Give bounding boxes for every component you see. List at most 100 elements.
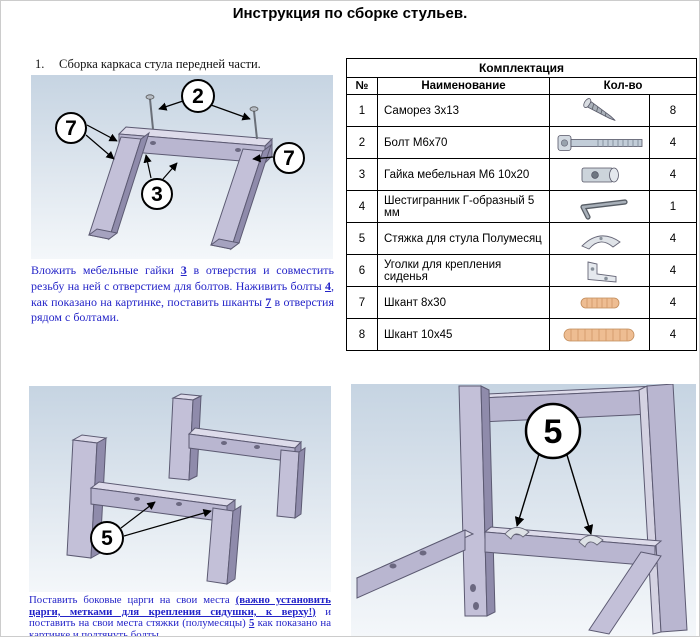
- part-qty: 4: [648, 222, 698, 255]
- table-row: 4 Шестигранник Г-образный 5 мм 1: [346, 190, 698, 223]
- part-image-cell: [549, 222, 650, 255]
- side-frames-diagram: 5: [29, 386, 331, 592]
- rail-hole: [389, 563, 397, 569]
- leg-hole: [473, 602, 479, 610]
- part-number: 4: [346, 190, 378, 223]
- part-number: 2: [346, 126, 378, 159]
- part-name: Гайка мебельная М6 10х20: [377, 158, 550, 191]
- callout-arrows: [120, 501, 212, 537]
- table-row: 8 Шкант 10х45 4: [346, 318, 698, 351]
- bolt-icon: [557, 134, 642, 151]
- corner-bracket-icon: [587, 260, 616, 282]
- col-header-name: Наименование: [377, 77, 550, 95]
- left-front-leg: [87, 131, 150, 241]
- diagram-background: [351, 384, 696, 636]
- callout-7-right-label: 7: [283, 147, 295, 170]
- part-ref-4: 4: [325, 278, 331, 293]
- part-number: 7: [346, 286, 378, 319]
- part-image-cell: [549, 190, 650, 223]
- callout-2-label: 2: [192, 85, 204, 108]
- page-title: Инструкция по сборке стульев.: [232, 5, 468, 22]
- callout-3-label: 3: [151, 183, 163, 206]
- callout-5: 5: [524, 402, 582, 460]
- text-segment: Поставить боковые царги на свои места: [29, 594, 236, 606]
- part-name: Шкант 10х45: [377, 318, 550, 351]
- text-segment: , как показано на картинке, поставить шк…: [31, 278, 334, 309]
- callout-5-label: 5: [544, 413, 563, 451]
- rail-hole: [235, 148, 241, 152]
- part-qty: 1: [648, 190, 698, 223]
- part-ref-3: 3: [180, 263, 187, 277]
- half-moon-brackets: [504, 527, 604, 548]
- part-number: 8: [346, 318, 378, 351]
- part-qty: 8: [648, 94, 698, 127]
- part-name: Саморез 3х13: [377, 94, 550, 127]
- callout-5-label: 5: [101, 527, 113, 550]
- step2-instruction: Поставить боковые царги на свои места (в…: [29, 594, 331, 637]
- part-number: 5: [346, 222, 378, 255]
- callout-2: 2: [181, 79, 215, 113]
- part-number: 6: [346, 254, 378, 287]
- callout-arrows: [85, 100, 274, 180]
- table-row: 6 Уголки для крепления сиденья 4: [346, 254, 698, 287]
- part-image-cell: [549, 94, 650, 127]
- callout-arrows: [514, 453, 594, 535]
- col-header-qty: Кол-во: [548, 77, 698, 95]
- screw-icon: [582, 97, 616, 121]
- text-segment: Вложить мебельные гайки: [31, 263, 181, 277]
- part-name: Болт М6х70: [377, 126, 550, 159]
- part-name: Шкант 8х30: [377, 286, 550, 319]
- rail-hole: [176, 502, 182, 506]
- text-segment: как показано на картинке и подтянуть бол…: [29, 617, 331, 637]
- callout-7-left-label: 7: [65, 117, 77, 140]
- callout-5: 5: [90, 521, 124, 555]
- text-segment: в отверстия рядом с болтами.: [31, 294, 334, 325]
- part-ref-5: 5: [248, 617, 255, 630]
- hex-key-icon: [579, 198, 628, 220]
- assembly-diagram: 5: [351, 384, 696, 636]
- table-title: Комплектация: [345, 58, 698, 78]
- dowel-icon: [563, 328, 634, 341]
- col-header-num: №: [346, 77, 378, 95]
- callout-7-left: 7: [55, 112, 87, 144]
- part-qty: 4: [648, 286, 698, 319]
- barrel-nut-icon: [581, 167, 619, 182]
- front-side-frame: [66, 434, 242, 585]
- leg-hole: [470, 584, 476, 592]
- part-ref-7: 7: [265, 294, 272, 309]
- front-frame-diagram: 2 7 7 3: [31, 75, 333, 259]
- part-name: Стяжка для стула Полумесяц: [377, 222, 550, 255]
- table-title-row: Комплектация: [345, 58, 698, 78]
- table-row: 7 Шкант 8х30 4: [346, 286, 698, 319]
- half-moon-bracket-icon: [580, 235, 621, 250]
- part-image-cell: [549, 126, 650, 159]
- part-image-cell: [549, 254, 650, 287]
- rail-hole: [134, 497, 140, 501]
- callout-7-right: 7: [273, 142, 305, 174]
- part-number: 3: [346, 158, 378, 191]
- text-segment: и поставить на свои места стяжки (полуме…: [29, 605, 331, 630]
- part-name: Уголки для крепления сиденья: [377, 254, 550, 287]
- front-rail: [117, 126, 274, 165]
- table-row: 3 Гайка мебельная М6 10х20 4: [346, 158, 698, 191]
- part-qty: 4: [648, 126, 698, 159]
- step1-heading: 1.Сборка каркаса стула передней части.: [35, 57, 261, 72]
- right-front-leg: [209, 143, 272, 251]
- table-header-row: № Наименование Кол-во: [346, 77, 698, 95]
- rail-hole: [254, 445, 260, 449]
- part-image-cell: [549, 286, 650, 319]
- table-row: 1 Саморез 3х13 8: [346, 94, 698, 127]
- table-row: 2 Болт М6х70 4: [346, 126, 698, 159]
- part-qty: 4: [648, 318, 698, 351]
- bolts: [145, 94, 259, 140]
- rail-hole: [419, 550, 427, 556]
- table-row: 5 Стяжка для стула Полумесяц 4: [346, 222, 698, 255]
- rear-side-frame: [168, 393, 306, 519]
- parts-table: Комплектация № Наименование Кол-во 1 Сам…: [345, 58, 698, 351]
- part-qty: 4: [648, 254, 698, 287]
- part-qty: 4: [648, 158, 698, 191]
- callout-3: 3: [141, 178, 173, 210]
- step1-number: 1.: [35, 57, 45, 71]
- step1-instruction: Вложить мебельные гайки 3 в отверстия и …: [31, 263, 334, 326]
